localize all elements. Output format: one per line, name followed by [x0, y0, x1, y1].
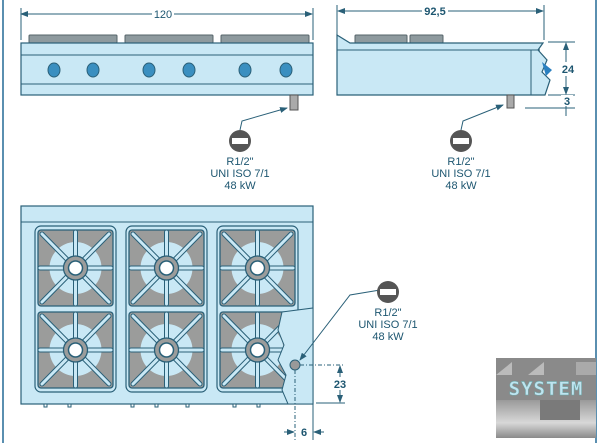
- knob-icon: [86, 62, 100, 78]
- front-body: [20, 42, 314, 96]
- offset-y-dimension-label: 23: [334, 379, 346, 391]
- logo-text: SYSTEM: [509, 378, 584, 400]
- gas-connector: [506, 94, 515, 109]
- burner-grate: [219, 229, 296, 307]
- side-view: 92,5 24 3 R1/2" UNI ISO 7/1 48 kW: [336, 4, 576, 192]
- cutaway-panel: [277, 307, 314, 405]
- burner-grate: [128, 229, 205, 307]
- gas-inlet: [289, 359, 301, 371]
- power-label: 48 kW: [224, 180, 256, 192]
- depth-dimension-label: 92,5: [424, 6, 445, 18]
- gas-connector: [289, 94, 299, 111]
- power-label: 48 kW: [372, 331, 404, 343]
- standard-label: UNI ISO 7/1: [431, 168, 490, 180]
- burner-grate: [37, 311, 114, 389]
- burner-icon: [158, 260, 175, 276]
- burner-icon: [158, 342, 175, 358]
- side-body: [336, 33, 551, 96]
- height-dimension-label: 24: [562, 64, 575, 76]
- burner-icon: [249, 342, 266, 358]
- burner-icon: [249, 260, 266, 276]
- pan: [409, 34, 444, 44]
- knob-icon: [238, 62, 252, 78]
- system-logo: SYSTEM: [496, 358, 596, 438]
- power-label: 48 kW: [445, 180, 477, 192]
- thread-label: R1/2": [447, 156, 474, 168]
- width-dimension-label: 120: [154, 9, 172, 21]
- standard-label: UNI ISO 7/1: [210, 168, 269, 180]
- burner-icon: [67, 260, 84, 276]
- standard-label: UNI ISO 7/1: [358, 319, 417, 331]
- pan: [28, 34, 118, 44]
- pan: [220, 34, 310, 44]
- knob-icon: [47, 62, 61, 78]
- pan: [124, 34, 214, 44]
- thread-label: R1/2": [226, 156, 253, 168]
- offset-x-dimension-label: 6: [301, 427, 307, 439]
- pan: [354, 34, 408, 44]
- burner-grate: [128, 311, 205, 389]
- foot-dimension-label: 3: [564, 96, 570, 108]
- front-view: 120 R1/2" UNI ISO 7/1 48 kW: [20, 7, 314, 192]
- knob-icon: [142, 62, 156, 78]
- burner-grate: [219, 311, 296, 389]
- knob-icon: [279, 62, 293, 78]
- top-view: 23 6 R1/2" UNI ISO 7/1 48 kW: [20, 205, 418, 440]
- thread-label: R1/2": [374, 307, 401, 319]
- burner-grate: [37, 229, 114, 307]
- knob-icon: [182, 62, 196, 78]
- burner-icon: [67, 342, 84, 358]
